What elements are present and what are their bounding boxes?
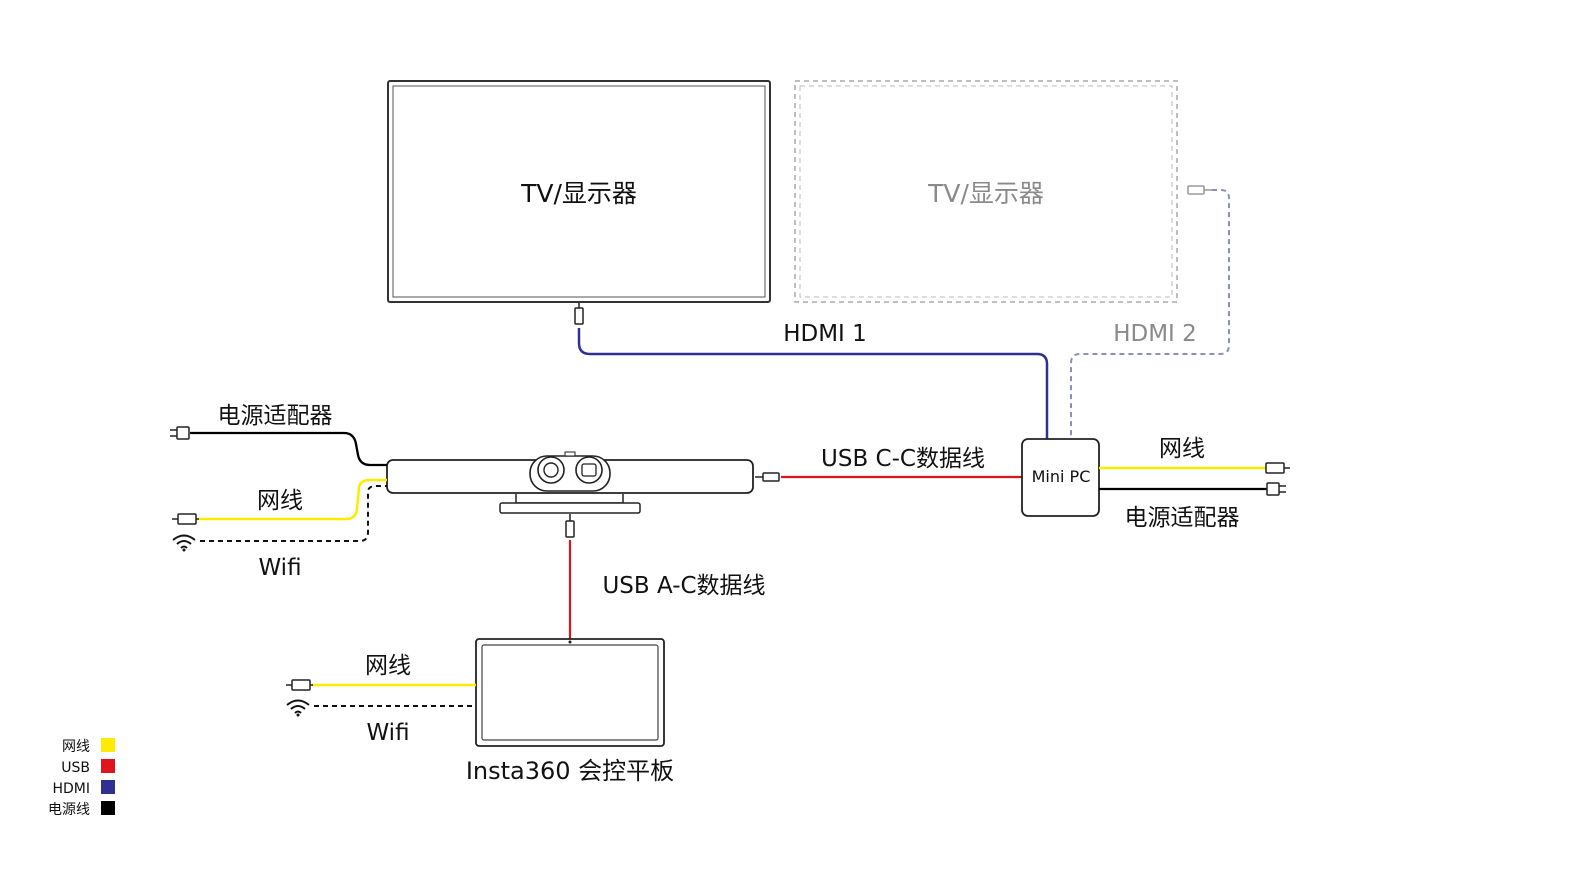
usb-ac-cable: USB A-C数据线 (565, 514, 766, 639)
tablet-ethernet-label: 网线 (365, 653, 411, 679)
pc-ethernet-cable: 网线 (1099, 436, 1290, 474)
bar-ethernet-cable: 网线 (172, 478, 387, 525)
ethernet-plug-icon (172, 513, 199, 525)
legend-label: USB (61, 760, 90, 776)
hdmi2-label: HDMI 2 (1113, 321, 1197, 347)
power-plug-icon (170, 426, 190, 440)
legend: 网线 USB HDMI 电源线 (48, 738, 115, 818)
legend-swatch (101, 738, 115, 752)
tablet-wifi-link: Wifi (286, 699, 476, 746)
tv-secondary: TV/显示器 (794, 80, 1178, 303)
usb-cc-cable: USB C-C数据线 (755, 446, 1022, 482)
video-bar (386, 451, 754, 514)
pc-power-cable: 电源适配器 (1099, 482, 1286, 531)
hdmi2-cable: HDMI 2 (1070, 185, 1230, 439)
legend-label: 网线 (62, 739, 90, 755)
pc-ethernet-label: 网线 (1159, 436, 1205, 462)
legend-label: 电源线 (48, 802, 90, 818)
hdmi2-connector-icon (1187, 185, 1205, 195)
tablet-wifi-label: Wifi (366, 720, 409, 746)
wifi-icon (172, 534, 196, 552)
legend-label: HDMI (52, 781, 90, 797)
legend-item-hdmi: HDMI (52, 780, 115, 797)
bar-wifi-link: Wifi (172, 485, 387, 581)
legend-swatch (101, 759, 115, 773)
tv-primary: TV/显示器 (387, 80, 771, 303)
legend-item-usb: USB (61, 759, 115, 776)
bar-wifi-label: Wifi (258, 555, 301, 581)
hdmi1-connector-icon (574, 307, 584, 325)
legend-swatch (101, 801, 115, 815)
tv-secondary-label: TV/显示器 (927, 179, 1044, 208)
usb-connector-icon (762, 472, 780, 482)
mini-pc-label: Mini PC (1032, 467, 1091, 486)
tablet-ethernet-cable: 网线 (286, 653, 476, 691)
legend-item-ethernet: 网线 (62, 738, 115, 755)
bar-power-label: 电源适配器 (218, 403, 333, 429)
tv-primary-label: TV/显示器 (520, 179, 637, 208)
pc-power-label: 电源适配器 (1125, 505, 1240, 531)
hdmi1-label: HDMI 1 (783, 321, 867, 347)
usb-ac-label: USB A-C数据线 (602, 573, 765, 599)
ethernet-plug-icon (1265, 462, 1290, 474)
legend-item-power: 电源线 (48, 801, 115, 818)
bar-power-cable: 电源适配器 (170, 403, 387, 467)
bar-ethernet-label: 网线 (257, 488, 303, 514)
ethernet-plug-icon (286, 679, 313, 691)
tablet: Insta360 会控平板 (466, 638, 674, 785)
usb-connector-icon (565, 520, 575, 538)
hdmi1-cable: HDMI 1 (574, 303, 1049, 439)
mini-pc: Mini PC (1021, 438, 1100, 517)
wifi-icon (286, 699, 310, 717)
tablet-label: Insta360 会控平板 (466, 757, 674, 785)
legend-swatch (101, 780, 115, 794)
usb-cc-label: USB C-C数据线 (821, 446, 985, 472)
power-plug-icon (1266, 482, 1286, 496)
